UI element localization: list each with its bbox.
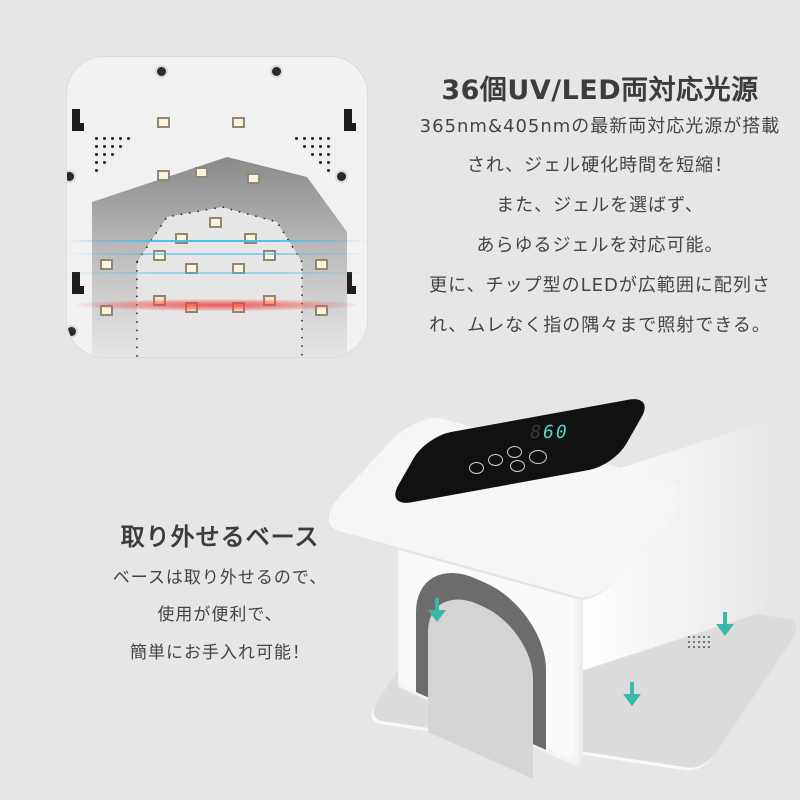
screw-icon bbox=[157, 67, 166, 76]
screw-icon bbox=[67, 172, 74, 181]
section1-line: あらゆるジェルを対応可能。 bbox=[476, 235, 724, 256]
timer-display: 860 bbox=[528, 422, 571, 443]
led-beam bbox=[77, 299, 357, 311]
vent-holes-left bbox=[95, 137, 130, 172]
timer-value: 60 bbox=[540, 422, 571, 443]
down-arrow-icon bbox=[716, 612, 734, 638]
down-arrow-icon bbox=[623, 682, 641, 708]
section1-title: 36個UV/LED両対応光源 bbox=[441, 75, 759, 106]
led-chip bbox=[153, 250, 166, 261]
clip-icon bbox=[344, 272, 356, 294]
section2-line: 簡単にお手入れ可能！ bbox=[130, 643, 310, 663]
uv-beam bbox=[67, 272, 367, 274]
led-chip bbox=[195, 167, 208, 178]
section2-title: 取り外せるベース bbox=[120, 523, 320, 551]
base-vent-holes bbox=[688, 636, 710, 648]
low-heat-mode-button[interactable] bbox=[529, 450, 547, 464]
clip-icon bbox=[344, 109, 356, 131]
led-chip bbox=[232, 117, 245, 128]
timer-90s-button[interactable] bbox=[507, 446, 522, 458]
screw-icon bbox=[337, 172, 346, 181]
led-chip bbox=[175, 233, 188, 244]
screw-icon bbox=[272, 67, 281, 76]
section1-line: 365nm&405nmの最新両対応光源が搭載 bbox=[419, 116, 781, 137]
clip-icon bbox=[72, 272, 84, 294]
led-chip bbox=[315, 259, 328, 270]
timer-30s-button[interactable] bbox=[469, 462, 484, 474]
uv-beam bbox=[67, 240, 367, 242]
uv-beam bbox=[67, 253, 367, 255]
power-button[interactable] bbox=[510, 460, 525, 472]
timer-60s-button[interactable] bbox=[488, 454, 503, 466]
led-chip bbox=[263, 250, 276, 261]
screw-icon bbox=[67, 327, 76, 336]
section1-line: れ、ムレなく指の隅々まで照射できる。 bbox=[429, 315, 771, 336]
led-chip bbox=[247, 173, 260, 184]
led-chip bbox=[157, 117, 170, 128]
led-chip bbox=[157, 170, 170, 181]
clip-icon bbox=[72, 109, 84, 131]
led-chamber bbox=[92, 157, 347, 357]
led-chip bbox=[209, 217, 222, 228]
led-chip bbox=[100, 259, 113, 270]
section1-line: 更に、チップ型のLEDが広範囲に配列さ bbox=[429, 275, 771, 296]
section1-line: また、ジェルを選ばず、 bbox=[496, 195, 704, 216]
led-chip bbox=[232, 263, 245, 274]
section2-line: ベースは取り外せるので、 bbox=[112, 568, 328, 588]
led-chip bbox=[244, 233, 257, 244]
section2-line: 使用が便利で、 bbox=[157, 605, 283, 625]
section1-line: され、ジェル硬化時間を短縮！ bbox=[466, 155, 734, 176]
lamp-interior-image bbox=[66, 56, 368, 358]
led-chip bbox=[185, 263, 198, 274]
down-arrow-icon bbox=[428, 598, 446, 624]
vent-holes-right bbox=[295, 137, 330, 172]
